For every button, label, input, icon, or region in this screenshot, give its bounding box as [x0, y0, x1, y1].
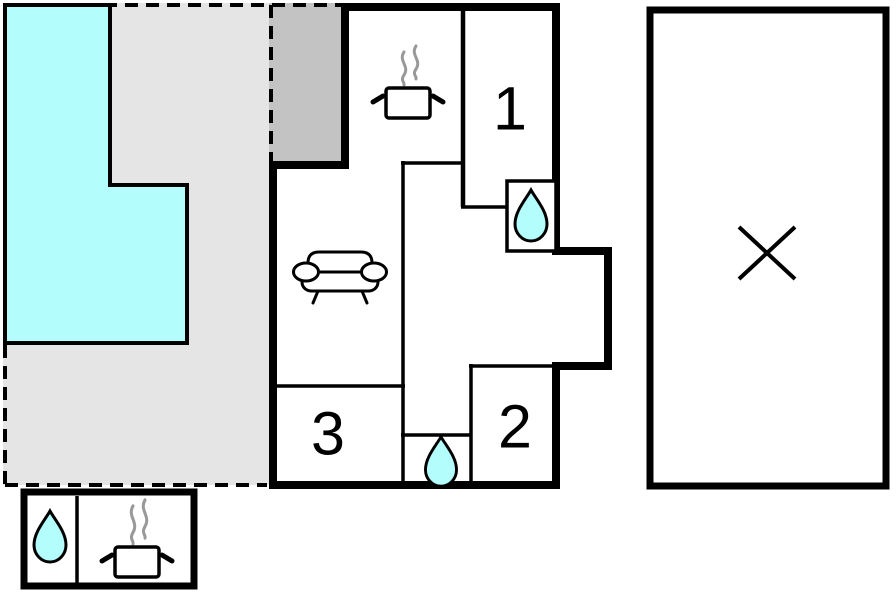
steam-icon [400, 50, 408, 87]
sofa-leg-left [311, 289, 320, 305]
water-drop-icon [32, 507, 68, 564]
pot-body [384, 86, 432, 120]
water-drop-icon [513, 186, 549, 243]
secondary-building [646, 6, 890, 490]
boundary-dashed-line [3, 3, 345, 487]
cooking-pot-icon [370, 44, 446, 120]
cooking-pot-icon [99, 498, 175, 579]
water-drop-icon [424, 433, 458, 488]
sofa-leg-right [360, 289, 369, 305]
pot-handle-left [370, 93, 386, 105]
pot-body [113, 545, 161, 579]
steam-icon [129, 504, 137, 546]
room-3-label: 3 [311, 399, 345, 468]
steam-icon [141, 498, 149, 540]
cross-line-2 [737, 225, 797, 281]
sofa-armrest-right [360, 261, 388, 283]
annex-building [20, 488, 198, 590]
covered-terrace-area [269, 3, 347, 165]
sofa-armrest-left [292, 261, 320, 283]
pot-handle-left [99, 552, 115, 564]
interior-walls [275, 7, 554, 483]
room-2-label: 2 [498, 392, 532, 461]
cross-icon [737, 225, 797, 281]
pot-handle-right [159, 552, 175, 564]
pot-handle-right [430, 93, 446, 105]
room-1-label: 1 [493, 74, 527, 143]
steam-icon [412, 44, 420, 81]
sofa-icon [292, 250, 388, 305]
